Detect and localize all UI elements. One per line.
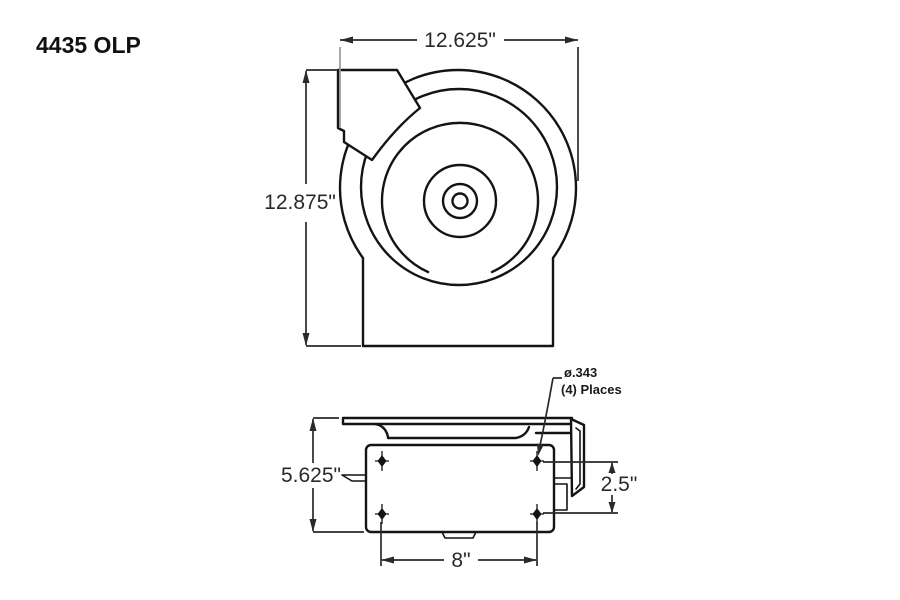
front-width-label: 12.625" — [424, 29, 496, 52]
arrowhead-up — [309, 418, 317, 431]
hub-circle — [422, 163, 498, 239]
mounting-hole — [375, 451, 389, 471]
arrowhead-down — [309, 519, 317, 532]
guide-bracket — [336, 68, 422, 162]
base-plate — [364, 443, 556, 534]
shroud-circle — [359, 87, 559, 287]
bottom-depth-dimension: 5.625" — [281, 417, 364, 533]
mount-bracket-plate — [569, 417, 586, 498]
arrowhead-left — [381, 556, 394, 564]
bottom-view — [341, 416, 586, 539]
arrowhead-down — [608, 502, 616, 513]
arrowhead-right — [524, 556, 537, 564]
hole-spacing-label: 8" — [451, 549, 470, 572]
left-outlet-arm — [341, 474, 367, 482]
hole-spacing-dimension: 8" — [380, 522, 538, 572]
front-view — [336, 68, 578, 348]
hole-callout-size: ø.343 — [564, 365, 597, 380]
bearing-circle — [441, 182, 479, 220]
arrowhead-up — [302, 70, 310, 83]
drum-outline — [341, 416, 574, 426]
arrowhead-right — [565, 36, 578, 44]
leader-arrowhead — [537, 443, 544, 456]
hole-callout: ø.343 (4) Places — [537, 365, 622, 456]
hole-callout-places: (4) Places — [561, 382, 622, 397]
front-height-dimension: 12.875" — [264, 69, 361, 347]
hole-offset-dimension: 2.5" — [543, 461, 638, 514]
spool-flange-arc — [380, 121, 540, 274]
drawing-title: 4435 OLP — [36, 32, 141, 58]
arrowhead-down — [302, 333, 310, 346]
arrowhead-up — [608, 462, 616, 473]
arrowhead-left — [340, 36, 353, 44]
front-height-label: 12.875" — [264, 191, 336, 214]
leader-line — [538, 377, 562, 451]
drum-front-edge — [373, 422, 573, 440]
bottom-depth-label: 5.625" — [281, 464, 341, 487]
mount-bracket-inner-edge — [575, 427, 581, 490]
front-width-dimension: 12.625" — [339, 29, 579, 181]
shaft-hole — [451, 192, 469, 210]
mounting-hole — [530, 504, 544, 524]
right-arm-detail — [553, 477, 572, 511]
hole-offset-label: 2.5" — [601, 473, 638, 496]
base-tab — [441, 531, 477, 539]
mounting-hole — [530, 451, 544, 471]
mounting-hole — [375, 504, 389, 524]
